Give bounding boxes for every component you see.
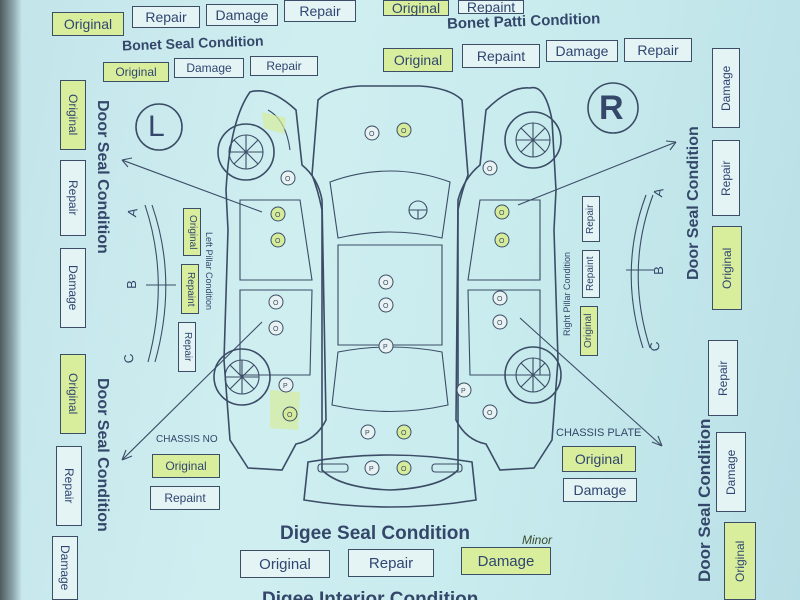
door-seal-right-bottom-original[interactable]: Original bbox=[724, 522, 756, 600]
header-option-original[interactable]: Original bbox=[52, 12, 124, 36]
chassis-no-repaint[interactable]: Repaint bbox=[150, 486, 220, 510]
svg-text:O: O bbox=[487, 410, 493, 417]
bonet-seal-damage[interactable]: Damage bbox=[174, 58, 244, 78]
right-side-view-outline bbox=[455, 86, 559, 471]
page-shadow bbox=[0, 0, 22, 600]
door-seal-right-top-damage[interactable]: Damage bbox=[712, 48, 740, 128]
door-seal-left-bottom-repair[interactable]: Repair bbox=[56, 446, 82, 526]
right-pillar-repair[interactable]: Repair bbox=[582, 196, 600, 242]
left-pillar-repair[interactable]: Repair bbox=[178, 322, 196, 372]
svg-text:O: O bbox=[499, 238, 505, 245]
door-seal-left-bottom-title: Door Seal Condition bbox=[94, 378, 111, 532]
right-side-marker: R bbox=[599, 89, 624, 127]
left-rear-wheel-icon bbox=[213, 348, 271, 406]
left-pillar-arc bbox=[144, 204, 159, 363]
right-pillar-arc bbox=[637, 194, 654, 349]
svg-text:O: O bbox=[401, 466, 407, 473]
chassis-no-title: CHASSIS NO bbox=[156, 434, 218, 445]
left-front-wheel-icon bbox=[217, 123, 275, 181]
svg-text:O: O bbox=[401, 128, 407, 135]
bonet-seal-repair[interactable]: Repair bbox=[250, 56, 318, 76]
header-option-repair[interactable]: Repair bbox=[132, 6, 200, 28]
door-seal-left-top-repair[interactable]: Repair bbox=[60, 160, 86, 236]
bonet-patti-damage[interactable]: Damage bbox=[546, 40, 618, 62]
digee-seal-damage[interactable]: Damage bbox=[461, 547, 551, 575]
bonet-seal-original[interactable]: Original bbox=[103, 62, 169, 82]
header-option-original-right[interactable]: Original bbox=[383, 0, 449, 16]
bonet-patti-repair[interactable]: Repair bbox=[624, 38, 692, 62]
door-seal-right-top-repair[interactable]: Repair bbox=[712, 140, 740, 216]
svg-text:O: O bbox=[487, 166, 493, 173]
door-seal-left-bottom-original[interactable]: Original bbox=[60, 354, 86, 434]
digee-seal-original[interactable]: Original bbox=[240, 550, 330, 578]
right-front-wheel-icon bbox=[504, 111, 562, 169]
right-pillar-b: B bbox=[650, 266, 666, 275]
svg-text:P: P bbox=[283, 383, 288, 390]
right-rear-wheel-icon bbox=[504, 346, 562, 404]
door-seal-right-bottom-damage[interactable]: Damage bbox=[716, 432, 746, 512]
chassis-no-original[interactable]: Original bbox=[152, 454, 220, 478]
svg-text:O: O bbox=[287, 412, 293, 419]
pointer-arrows bbox=[121, 140, 677, 461]
digee-interior-title: Digee Interior Condition bbox=[262, 589, 479, 600]
chassis-plate-original[interactable]: Original bbox=[562, 446, 636, 472]
car-top-view-outline bbox=[311, 85, 469, 491]
left-side-view-outline bbox=[223, 90, 327, 471]
left-pillar-original[interactable]: Original bbox=[183, 208, 201, 256]
svg-text:O: O bbox=[273, 326, 279, 333]
bonet-patti-repaint[interactable]: Repaint bbox=[462, 44, 540, 68]
door-seal-left-bottom-damage[interactable]: Damage bbox=[52, 536, 78, 600]
svg-text:O: O bbox=[497, 320, 503, 327]
door-seal-left-top-damage[interactable]: Damage bbox=[60, 248, 86, 328]
chassis-plate-damage[interactable]: Damage bbox=[563, 478, 637, 502]
left-side-marker: L bbox=[148, 110, 165, 143]
car-top-roof bbox=[337, 244, 443, 346]
svg-text:P: P bbox=[365, 430, 370, 437]
svg-text:O: O bbox=[499, 210, 505, 217]
chassis-plate-title: CHASSIS PLATE bbox=[556, 427, 642, 439]
digee-seal-note: Minor bbox=[522, 533, 553, 547]
svg-text:O: O bbox=[273, 300, 279, 307]
svg-text:P: P bbox=[369, 466, 374, 473]
right-pillar-original[interactable]: Original bbox=[580, 306, 598, 356]
left-pillar-b: B bbox=[123, 280, 139, 289]
door-seal-right-top-original[interactable]: Original bbox=[712, 226, 742, 310]
svg-text:O: O bbox=[497, 296, 503, 303]
left-side-circle bbox=[135, 103, 183, 151]
car-top-windshield bbox=[329, 170, 451, 239]
svg-text:O: O bbox=[275, 238, 281, 245]
right-side-circle bbox=[587, 82, 639, 134]
svg-text:O: O bbox=[369, 131, 375, 138]
car-top-rear-window bbox=[331, 346, 449, 412]
marked-panel-left-front bbox=[262, 112, 286, 134]
door-seal-right-top-title: Door Seal Condition bbox=[685, 126, 702, 280]
digee-seal-repair[interactable]: Repair bbox=[348, 549, 434, 577]
header-option-damage[interactable]: Damage bbox=[206, 4, 278, 26]
right-pillar-title: Right Pillar Condition bbox=[562, 251, 572, 336]
svg-text:O: O bbox=[401, 430, 407, 437]
right-pillar-repaint[interactable]: Repaint bbox=[582, 250, 600, 298]
svg-text:O: O bbox=[275, 212, 281, 219]
door-seal-left-top-original[interactable]: Original bbox=[60, 80, 86, 150]
door-seal-right-bottom-repair[interactable]: Repair bbox=[708, 340, 738, 416]
door-seal-left-top-title: Door Seal Condition bbox=[94, 100, 111, 254]
rear-bumper-outline bbox=[303, 454, 477, 508]
left-pillar-title: Left Pillar Condition bbox=[204, 232, 214, 311]
svg-text:O: O bbox=[383, 303, 389, 310]
header-option-repair-2[interactable]: Repair bbox=[284, 0, 356, 22]
digee-seal-title: Digee Seal Condition bbox=[280, 523, 471, 544]
condition-markers: O O O O P P O P O O O O O O P O O O O O … bbox=[268, 122, 510, 476]
svg-text:P: P bbox=[461, 388, 466, 395]
header-option-repaint-right[interactable]: Repaint bbox=[458, 0, 524, 14]
left-pillar-repaint[interactable]: Repaint bbox=[181, 264, 199, 314]
svg-text:P: P bbox=[383, 344, 388, 351]
svg-text:O: O bbox=[285, 176, 291, 183]
bonet-patti-original[interactable]: Original bbox=[383, 48, 453, 72]
svg-text:O: O bbox=[383, 280, 389, 287]
